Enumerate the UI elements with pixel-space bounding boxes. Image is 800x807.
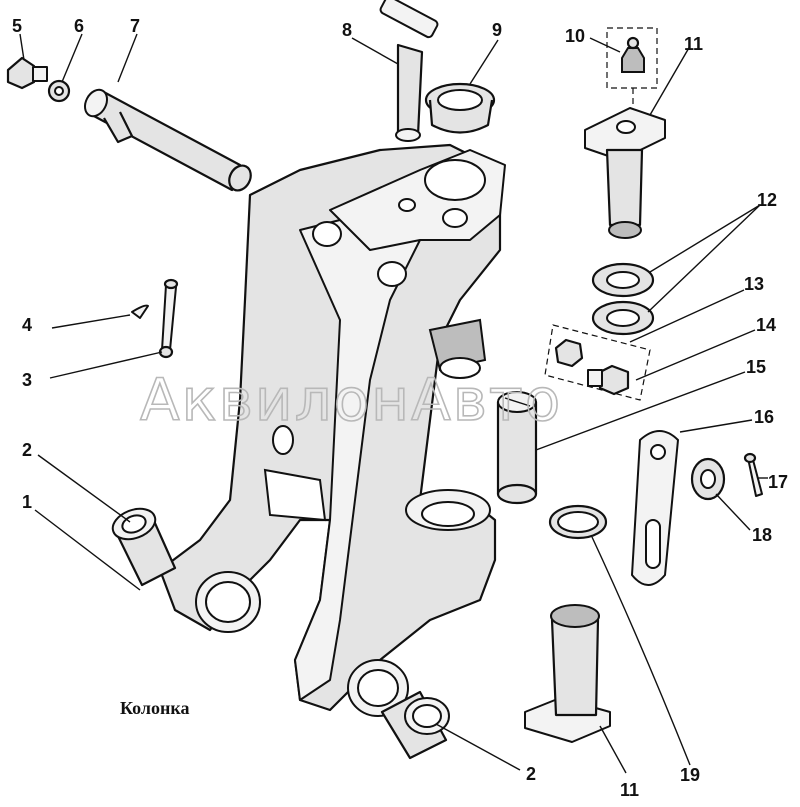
- callout-11-bottom: 11: [620, 780, 639, 800]
- bushing-part-9: [424, 82, 496, 134]
- callout-2-bottom: 2: [526, 764, 536, 784]
- callout-15: 15: [746, 357, 766, 377]
- callout-6: 6: [74, 16, 84, 36]
- bolt-part-14: [598, 364, 630, 396]
- pin-part-7: [83, 88, 252, 192]
- callout-11-top: 11: [684, 34, 703, 54]
- pin-part-8: [379, 0, 439, 142]
- callout-5: 5: [12, 16, 22, 36]
- nut-part-13: [554, 338, 584, 368]
- grease-fitting-part-10: [606, 27, 658, 106]
- callout-2-left: 2: [22, 440, 32, 460]
- pin-part-3: [158, 278, 179, 359]
- washer-part-6: [47, 79, 71, 103]
- cotter-pin-part-17: [743, 452, 763, 497]
- callout-13: 13: [744, 274, 764, 294]
- callout-9: 9: [492, 20, 502, 40]
- washer-part-18: [690, 457, 726, 501]
- callout-14: 14: [756, 315, 776, 335]
- callout-19: 19: [680, 765, 700, 785]
- nut-and-bolt-group: [544, 324, 651, 401]
- column-housing: [158, 143, 506, 717]
- pin-with-plate-part-11-top: [584, 107, 666, 239]
- pin-with-plate-part-11-bottom: [524, 604, 611, 743]
- leader-lines: [19, 33, 768, 774]
- sealing-ring-part-19: [548, 504, 608, 540]
- callout-1: 1: [22, 492, 32, 512]
- cotter-pin-part-4: [131, 304, 149, 319]
- watermark-text: АквилонАвто: [140, 366, 562, 434]
- diagram-caption: Колонка: [120, 698, 190, 718]
- callout-16: 16: [754, 407, 774, 427]
- callout-3: 3: [22, 370, 32, 390]
- bushing-part-2-right: [380, 690, 450, 760]
- slotted-nuts-part-12: [591, 262, 655, 336]
- callout-8: 8: [342, 20, 352, 40]
- callout-4: 4: [22, 315, 32, 335]
- link-plate-part-16: [631, 430, 679, 586]
- bolt-part-5: [6, 56, 48, 90]
- callout-18: 18: [752, 525, 772, 545]
- callout-10: 10: [565, 26, 585, 46]
- slotted-pin-part-15: [496, 391, 538, 505]
- callout-labels: 5 6 7 8 9 10 11 12 13 14 15 16 17 18 19 …: [12, 16, 788, 800]
- callout-7: 7: [130, 16, 140, 36]
- callout-12: 12: [757, 190, 777, 210]
- callout-17: 17: [768, 472, 788, 492]
